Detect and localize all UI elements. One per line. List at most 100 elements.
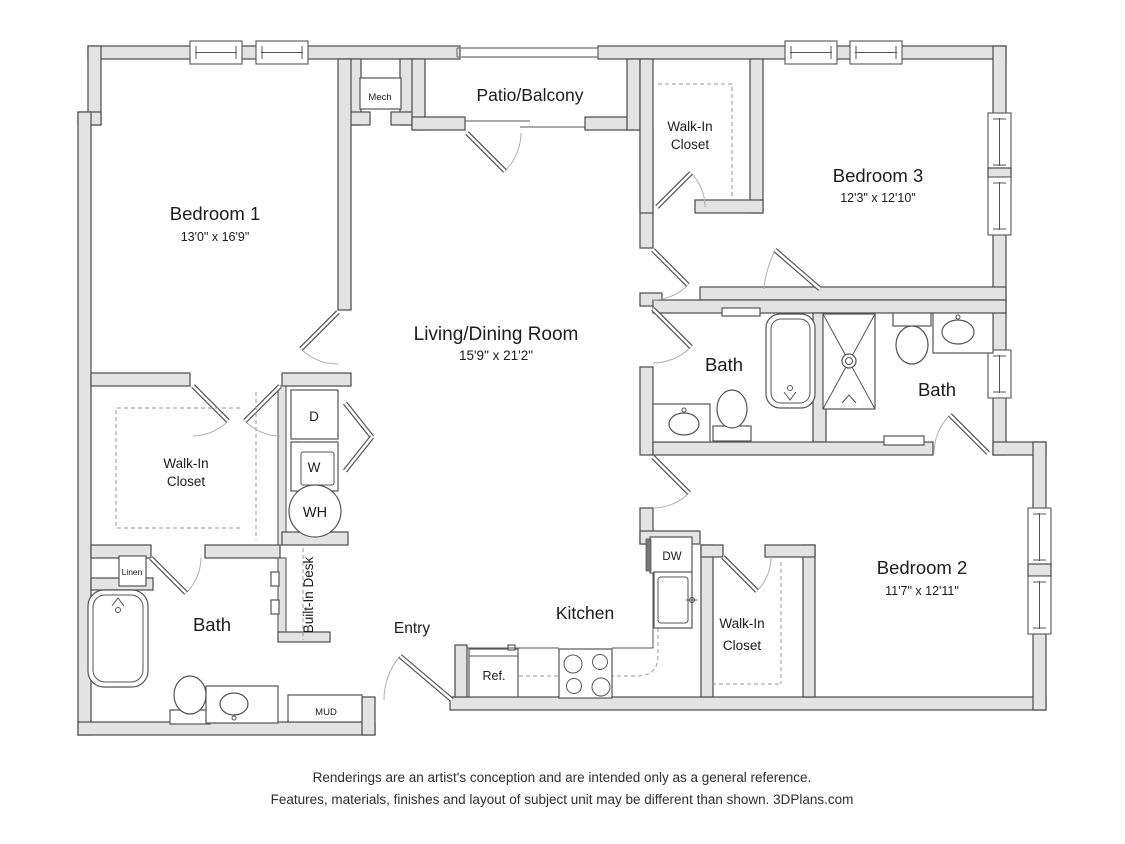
plan-shape: [383, 655, 401, 701]
plan-shape: [111, 597, 125, 607]
living-dims: 15'9" x 21'2": [459, 348, 533, 363]
linen-label: Linen: [122, 567, 143, 577]
plan-shape: [90, 372, 191, 387]
plan-shape: [281, 372, 352, 387]
plan-shape: [639, 366, 654, 456]
shower: [822, 313, 876, 410]
wic-left-label-2: Closet: [167, 474, 206, 489]
plan-shape: [652, 456, 690, 494]
wic-top-label-2: Closet: [671, 137, 710, 152]
bath-lower-label: Bath: [193, 614, 231, 635]
window: [255, 40, 309, 65]
plan-shape: [244, 385, 281, 422]
plan-shape: [652, 492, 690, 509]
entry-label: Entry: [394, 620, 430, 637]
double-door: [191, 384, 282, 437]
fixtures: [87, 77, 994, 725]
plan-shape: [652, 249, 689, 286]
plan-shape: [690, 172, 706, 208]
plan-shape: [933, 414, 951, 454]
dryer: [290, 389, 339, 440]
plan-shape: [359, 77, 402, 110]
plan-shape: [845, 357, 853, 365]
water-heater-label: WH: [303, 505, 327, 521]
sink-counter: [932, 312, 994, 354]
plan-shape: [722, 556, 758, 592]
plan-shape: [1027, 563, 1052, 577]
plan-shape: [658, 83, 733, 198]
disclaimer: Renderings are an artist's conception an…: [271, 770, 854, 807]
plan-shape: [841, 394, 857, 404]
window: [784, 40, 838, 65]
plan-shape: [231, 715, 237, 721]
door: [933, 413, 990, 455]
dishwasher: [645, 536, 693, 574]
plan-shape: [468, 648, 519, 698]
plan-shape: [895, 325, 929, 365]
plan-shape: [219, 692, 249, 716]
door: [763, 248, 822, 291]
plan-shape: [173, 675, 207, 715]
plan-shape: [941, 319, 975, 345]
water-heater: [288, 484, 342, 538]
window: [1027, 507, 1052, 567]
toilet: [169, 675, 211, 725]
bathtub: [765, 313, 816, 409]
plan-shape: [277, 557, 287, 639]
plan-shape: [118, 555, 147, 587]
mech-label: Mech: [368, 92, 391, 103]
bedroom3-dims: 12'3" x 12'10": [840, 191, 916, 205]
plan-shape: [300, 311, 339, 350]
plan-shape: [290, 441, 339, 492]
plan-shape: [712, 562, 782, 685]
plan-shape: [270, 599, 280, 615]
plan-shape: [192, 385, 229, 422]
plan-shape: [361, 696, 376, 736]
window: [849, 40, 903, 65]
plan-shape: [399, 655, 453, 701]
plan-shape: [681, 407, 687, 413]
window: [189, 40, 243, 65]
mud-label: MUD: [315, 707, 337, 718]
plan-shape: [592, 654, 608, 670]
patio-edge: [456, 47, 599, 58]
plan-shape: [721, 307, 761, 317]
plan-shape: [649, 536, 693, 574]
plan-shape: [668, 412, 700, 436]
plan-shape: [883, 435, 925, 446]
mud-bench: [287, 694, 363, 723]
wic-bottom-label-1: Walk-In: [719, 616, 764, 631]
window: [987, 112, 1012, 172]
shelf: [721, 307, 761, 317]
window: [1027, 575, 1052, 635]
plan-shape: [652, 284, 689, 301]
door: [651, 248, 690, 301]
plan-shape: [949, 414, 989, 454]
bifold-door: [343, 401, 374, 473]
plan-shape: [288, 484, 342, 538]
sliding-door: [465, 120, 585, 128]
pocket-door-frame: [270, 571, 280, 615]
plan-shape: [656, 172, 692, 208]
plan-shape: [300, 348, 339, 365]
plan-shape: [343, 402, 374, 438]
plan-shape: [337, 58, 352, 311]
door: [149, 556, 202, 595]
sink-counter: [205, 685, 279, 724]
disclaimer-line-1: Renderings are an artist's conception an…: [313, 770, 812, 785]
windows: [189, 40, 1052, 635]
kitchen-sink: [653, 571, 697, 629]
plan-shape: [764, 544, 816, 558]
plan-shape: [277, 631, 331, 643]
toilet: [712, 389, 752, 442]
dishwasher-label: DW: [662, 551, 681, 563]
bedroom3-label: Bedroom 3: [833, 165, 924, 186]
linen-closet: [118, 555, 147, 587]
plan-shape: [645, 538, 652, 572]
plan-shape: [652, 441, 934, 456]
window: [987, 176, 1012, 236]
plan-shape: [749, 58, 764, 214]
plan-shape: [892, 312, 932, 327]
door: [299, 310, 340, 365]
